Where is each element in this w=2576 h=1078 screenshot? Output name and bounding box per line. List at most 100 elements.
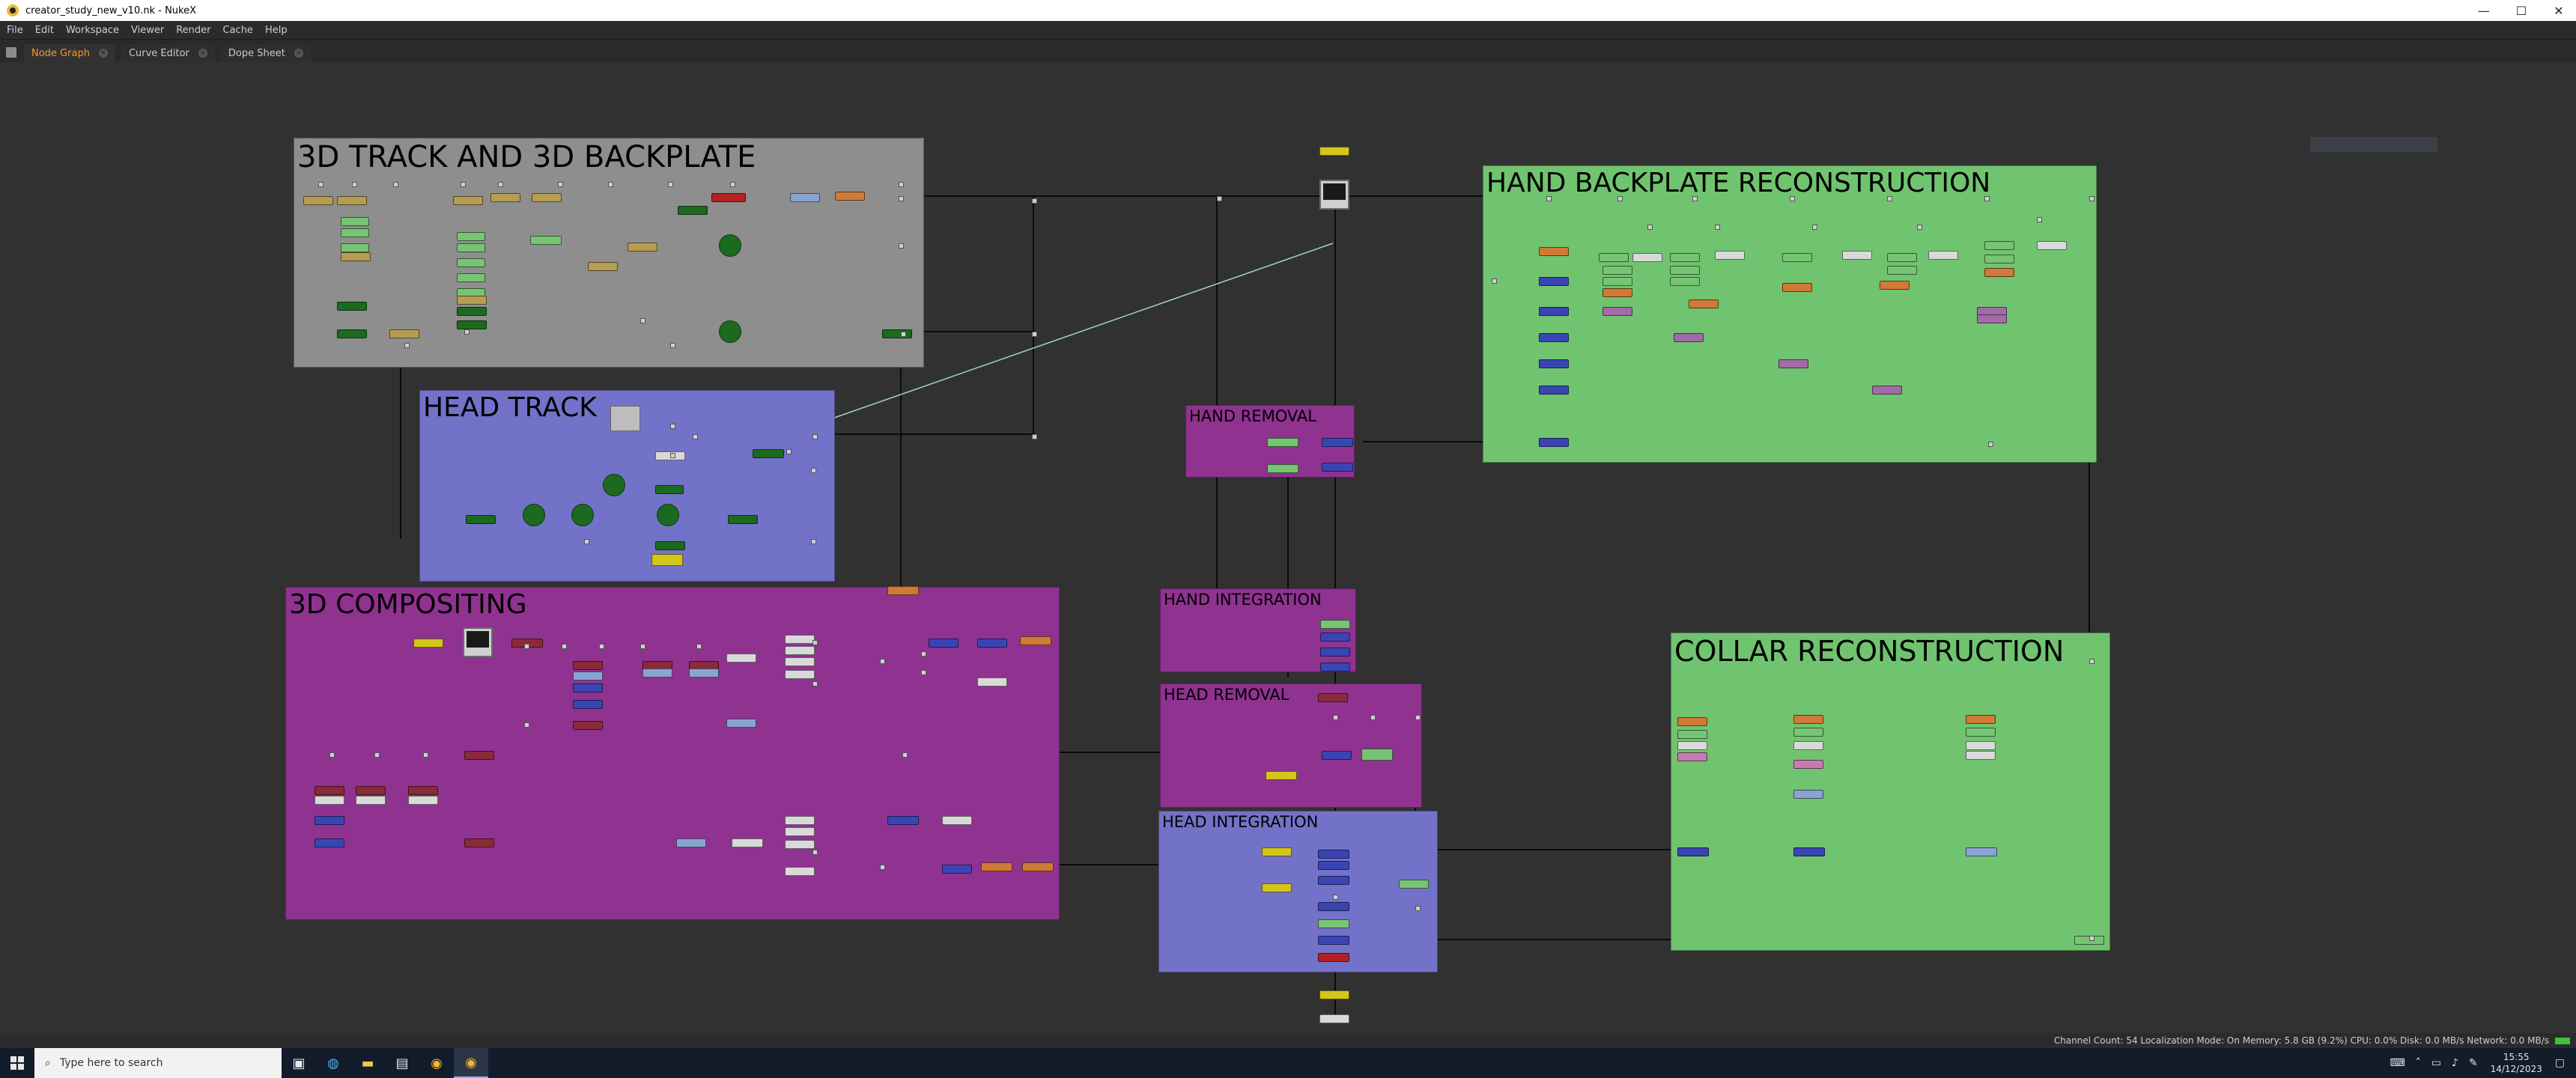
graph-node[interactable] [1670, 277, 1700, 286]
minimize-button[interactable]: — [2478, 3, 2490, 18]
close-icon[interactable]: × [294, 49, 303, 58]
graph-node[interactable] [573, 672, 603, 680]
backdrop-head-track[interactable]: HEAD TRACK [419, 390, 835, 582]
graph-node[interactable] [1399, 880, 1429, 889]
graph-dot[interactable] [608, 182, 613, 187]
graph-dot[interactable] [1492, 278, 1497, 284]
graph-dot[interactable] [1917, 225, 1922, 230]
graph-node[interactable] [457, 296, 487, 305]
graph-node[interactable] [790, 193, 820, 202]
graph-node[interactable] [408, 796, 438, 805]
graph-node[interactable] [785, 827, 815, 836]
graph-node[interactable] [303, 196, 333, 205]
graph-node[interactable] [887, 816, 919, 825]
graph-node[interactable] [1319, 147, 1349, 156]
graph-dot[interactable] [2089, 196, 2094, 201]
graph-node[interactable] [728, 515, 758, 524]
backdrop-track-3d[interactable]: 3D TRACK AND 3D BACKPLATE [294, 138, 924, 368]
graph-node[interactable] [785, 816, 815, 825]
graph-node[interactable] [1603, 266, 1632, 275]
graph-node[interactable] [466, 515, 496, 524]
graph-node[interactable] [1603, 288, 1632, 297]
graph-dot[interactable] [2037, 217, 2042, 222]
graph-node[interactable] [785, 657, 815, 666]
graph-node[interactable] [1319, 990, 1349, 999]
graph-node[interactable] [1320, 648, 1350, 657]
graph-node[interactable] [1689, 299, 1719, 308]
graph-node[interactable] [981, 862, 1012, 871]
graph-dot[interactable] [921, 651, 926, 657]
graph-dot[interactable] [1988, 442, 1993, 447]
graph-node[interactable] [1262, 847, 1292, 856]
graph-node[interactable] [337, 302, 367, 311]
graph-node[interactable] [1677, 730, 1707, 739]
graph-node[interactable] [490, 193, 520, 202]
graph-node[interactable] [1977, 314, 2007, 323]
graph-node[interactable] [408, 786, 438, 795]
graph-node[interactable] [1677, 741, 1707, 750]
notifications-icon[interactable]: ▢ [2554, 1057, 2565, 1069]
graph-node[interactable] [1539, 307, 1569, 316]
graph-node[interactable] [1984, 255, 2014, 264]
graph-node[interactable] [1361, 749, 1393, 761]
graph-node[interactable] [1928, 251, 1958, 260]
graph-node[interactable] [2037, 241, 2067, 250]
graph-node[interactable] [1793, 790, 1823, 799]
graph-dot[interactable] [670, 343, 675, 348]
graph-node[interactable] [1842, 251, 1872, 260]
graph-node[interactable] [785, 867, 815, 876]
graph-node[interactable] [785, 840, 815, 849]
graph-node[interactable] [1322, 751, 1352, 760]
graph-node[interactable] [573, 661, 603, 670]
graph-node[interactable] [530, 236, 562, 245]
graph-node[interactable] [655, 485, 684, 494]
graph-dot[interactable] [1715, 225, 1720, 230]
graph-node[interactable] [1793, 728, 1823, 737]
nuke-icon[interactable]: ◉ [454, 1048, 488, 1078]
graph-dot[interactable] [1333, 895, 1338, 900]
graph-node[interactable] [1320, 663, 1350, 672]
graph-node[interactable] [977, 677, 1007, 686]
graph-node[interactable] [337, 329, 367, 338]
graph-dot[interactable] [1692, 196, 1698, 201]
head-track-card-node[interactable] [610, 406, 640, 431]
graph-dot[interactable] [812, 850, 818, 855]
graph-dot[interactable] [786, 449, 792, 454]
graph-node[interactable] [1670, 253, 1700, 262]
graph-node[interactable] [1320, 620, 1350, 629]
backdrop-collar[interactable]: COLLAR RECONSTRUCTION [1671, 633, 2110, 951]
graph-node[interactable] [457, 258, 485, 267]
graph-dot[interactable] [899, 182, 904, 187]
menu-cache[interactable]: Cache [222, 24, 253, 36]
graph-dot[interactable] [1333, 715, 1338, 720]
graph-node[interactable] [711, 193, 746, 202]
graph-node-round[interactable] [523, 504, 545, 526]
graph-node[interactable] [1318, 919, 1349, 928]
graph-node[interactable] [588, 262, 618, 271]
graph-dot[interactable] [1647, 225, 1653, 230]
graph-node[interactable] [1318, 850, 1349, 859]
graph-dot[interactable] [393, 182, 398, 187]
graph-node[interactable] [1267, 464, 1298, 473]
graph-node[interactable] [341, 252, 371, 261]
graph-node[interactable] [1603, 277, 1632, 286]
maximize-button[interactable]: ☐ [2515, 3, 2527, 18]
graph-dot[interactable] [1032, 434, 1037, 439]
graph-dot[interactable] [352, 182, 357, 187]
graph-dot[interactable] [812, 434, 818, 439]
graph-dot[interactable] [1032, 332, 1037, 337]
graph-dot[interactable] [1790, 196, 1795, 201]
graph-node[interactable] [315, 838, 344, 847]
graph-node[interactable] [1632, 253, 1662, 262]
graph-dot[interactable] [901, 332, 906, 337]
graph-dot[interactable] [374, 752, 380, 758]
graph-node[interactable] [1539, 359, 1569, 368]
graph-dot[interactable] [730, 182, 735, 187]
graph-dot[interactable] [921, 670, 926, 675]
read-node-thumbnail[interactable] [1319, 180, 1349, 210]
keyboard-icon[interactable]: ⌨ [2390, 1057, 2405, 1069]
graph-node[interactable] [1539, 386, 1569, 395]
graph-node[interactable] [1887, 253, 1917, 262]
edge-icon[interactable]: ◍ [327, 1055, 339, 1071]
graph-node[interactable] [457, 273, 485, 282]
